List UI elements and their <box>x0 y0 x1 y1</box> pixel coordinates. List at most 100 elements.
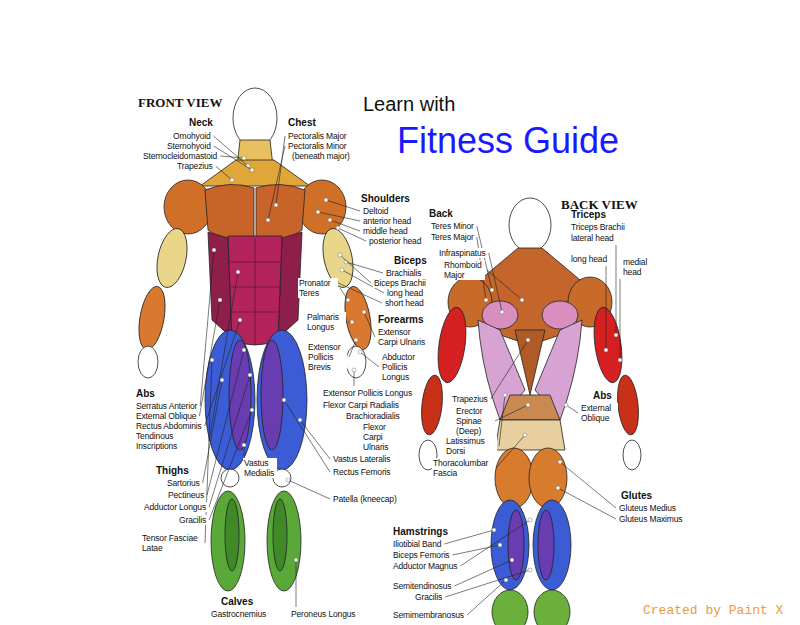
muscle-label: Trapezius <box>176 161 214 171</box>
leader-dot <box>282 398 286 402</box>
muscle-label: Gluteus Medius <box>618 503 677 513</box>
leader-line <box>491 340 528 399</box>
leader-line <box>606 266 607 350</box>
muscle-label: Extensor Pollicis Longus <box>322 388 413 398</box>
front-figure-part <box>211 491 245 591</box>
chart-title: Fitness Guide <box>397 120 619 162</box>
leader-line <box>620 279 621 360</box>
front-figure-part <box>152 226 192 291</box>
muscle-label: Extensor Pollicis Brevis <box>307 342 347 372</box>
group-heading: Biceps <box>393 255 428 267</box>
back-figure-part <box>495 448 533 508</box>
front-figure-part <box>205 184 254 240</box>
group-heading: Glutes <box>620 490 653 502</box>
leader-dot <box>618 358 622 362</box>
muscle-label: anterior head <box>362 216 412 226</box>
group-heading: Chest <box>287 117 317 129</box>
leader-dot <box>250 168 254 172</box>
leader-dot <box>604 348 608 352</box>
leader-dot <box>498 543 502 547</box>
leader-line <box>445 570 530 597</box>
muscle-label: Sartorius <box>166 478 201 488</box>
leader-dot <box>492 528 496 532</box>
muscle-label: Thoracolumbar Fascia <box>432 458 494 478</box>
leader-dot <box>210 358 214 362</box>
muscle-label: Omohyoid <box>172 131 212 141</box>
leader-line <box>444 530 494 544</box>
leader-dot <box>340 268 344 272</box>
leader-line <box>340 255 371 283</box>
front-figure-part <box>225 499 239 571</box>
muscle-label: Latissimus Dorsi <box>445 436 497 456</box>
back-figure-part <box>534 590 570 625</box>
muscle-label: (beneath major) <box>291 151 351 161</box>
muscle-label: short head <box>384 298 425 308</box>
intro-text: Learn with <box>363 92 455 116</box>
leader-line <box>199 300 220 416</box>
back-figure-part <box>500 395 560 420</box>
front-figure-part <box>298 180 346 234</box>
front-figure <box>135 88 376 591</box>
leader-line <box>220 156 244 158</box>
leader-dot <box>230 178 234 182</box>
muscle-label: Deltoid <box>362 206 389 216</box>
muscle-label: Abductor Pollicis Longus <box>381 352 427 382</box>
muscle-label: External Oblique <box>135 411 197 421</box>
leader-dot <box>298 418 302 422</box>
leader-line <box>346 262 383 273</box>
muscle-label: Peroneus Longus <box>290 609 356 619</box>
back-figure-part <box>434 306 470 385</box>
leader-line <box>560 462 616 508</box>
muscle-label: Flexor Carpi Radialis <box>322 400 400 410</box>
muscle-label: Rectus Abdominis <box>135 421 203 431</box>
muscle-label: Semitendinosus <box>392 581 452 591</box>
leader-dot <box>358 350 362 354</box>
back-figure-part <box>509 198 551 252</box>
leader-dot <box>238 318 242 322</box>
muscle-label: Infraspinatus <box>438 248 487 258</box>
leader-line <box>467 580 506 615</box>
back-figure-part <box>515 330 545 395</box>
group-heading: Thighs <box>155 465 190 477</box>
muscle-label: Trapezius <box>451 394 489 404</box>
back-figure-part <box>492 590 528 625</box>
leader-dot <box>242 156 246 160</box>
muscle-label: Rhomboid Major <box>443 260 485 280</box>
muscle-label: Gluteus Maximus <box>618 514 683 524</box>
leader-line <box>452 545 500 555</box>
leader-dot <box>523 433 527 437</box>
leader-dot <box>528 568 532 572</box>
watermark: Created by Paint X <box>643 603 783 619</box>
leader-dot <box>528 518 532 522</box>
leader-dot <box>352 368 356 372</box>
leader-dot <box>242 348 246 352</box>
leader-dot <box>558 460 562 464</box>
leader-dot <box>564 403 568 407</box>
leader-dot <box>336 226 340 230</box>
leader-dot <box>526 338 530 342</box>
muscle-label: Serratus Anterior <box>135 401 198 411</box>
leader-line <box>349 340 356 357</box>
muscle-label: Gracilis <box>414 592 443 602</box>
front-figure-part <box>256 184 305 240</box>
muscle-label: Teres Minor <box>430 221 475 231</box>
leader-dot <box>484 298 488 302</box>
leader-dot <box>242 443 246 447</box>
leader-dot <box>266 218 270 222</box>
back-figure-part <box>533 500 571 590</box>
muscle-label: Teres Major <box>430 232 475 242</box>
muscle-label: Rectus Femoris <box>332 467 391 477</box>
leader-line <box>326 200 360 211</box>
group-heading: Abs <box>592 390 613 402</box>
muscle-label: Iliotibial Band <box>392 539 442 549</box>
front-figure-part <box>257 330 307 470</box>
muscle-label: Biceps Brachii <box>373 278 427 288</box>
back-figure-part <box>590 306 626 385</box>
front-figure-part <box>135 284 170 351</box>
back-figure-part <box>615 374 641 436</box>
front-figure-part <box>273 499 287 571</box>
leader-dot <box>503 393 507 397</box>
group-heading: Abs <box>135 388 156 400</box>
front-figure-part <box>261 340 283 450</box>
